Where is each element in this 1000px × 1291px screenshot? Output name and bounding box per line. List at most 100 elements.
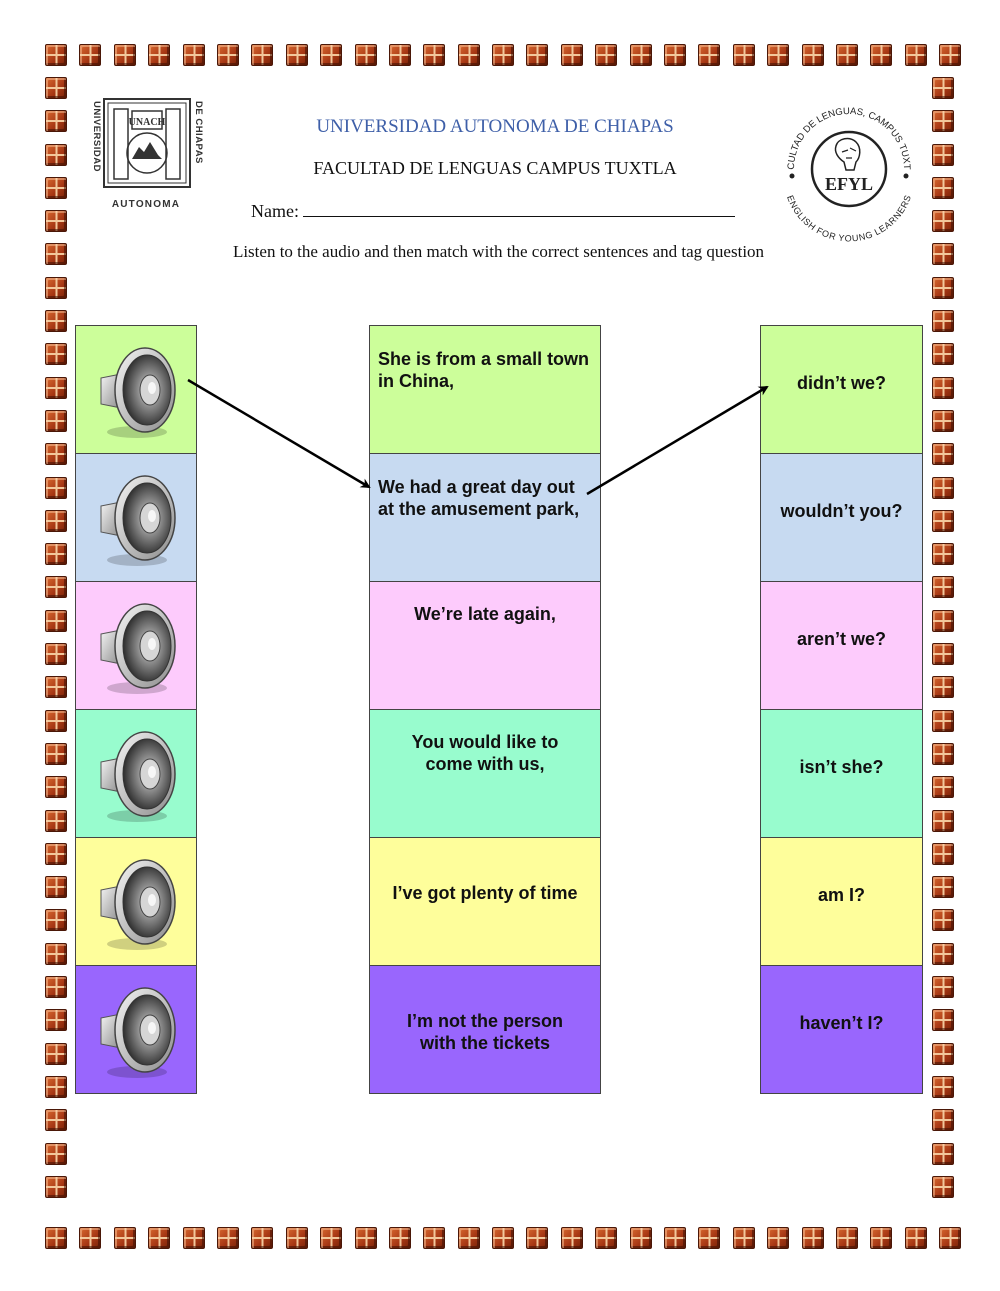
brick-border-left bbox=[45, 77, 67, 1209]
brick-icon bbox=[251, 44, 274, 66]
brick-icon bbox=[932, 1142, 954, 1165]
sentence-cell-2[interactable]: We had a great day out at the amusement … bbox=[369, 454, 601, 582]
audio-cell-1[interactable] bbox=[75, 325, 197, 454]
unach-shield-text: UNACH bbox=[129, 117, 166, 128]
sentence-text: I’m not the person with the tickets bbox=[406, 1011, 563, 1053]
brick-icon bbox=[45, 509, 67, 532]
brick-icon bbox=[932, 709, 954, 732]
tag-cell-2[interactable]: wouldn’t you? bbox=[760, 454, 923, 582]
brick-icon bbox=[801, 44, 824, 66]
brick-icon bbox=[939, 44, 962, 66]
brick-icon bbox=[904, 44, 927, 66]
speaker-icon[interactable] bbox=[91, 466, 181, 570]
audio-cell-3[interactable] bbox=[75, 582, 197, 710]
speaker-icon[interactable] bbox=[91, 850, 181, 954]
brick-icon bbox=[932, 110, 954, 133]
brick-icon bbox=[354, 1227, 377, 1249]
sentence-text: We had a great day out at the amusement … bbox=[378, 477, 580, 519]
brick-border-right bbox=[932, 77, 954, 1209]
brick-icon bbox=[45, 976, 67, 999]
sentence-text: I’ve got plenty of time bbox=[392, 883, 578, 903]
name-field[interactable]: Name: bbox=[251, 200, 735, 222]
brick-icon bbox=[870, 44, 893, 66]
brick-icon bbox=[932, 443, 954, 466]
brick-icon bbox=[45, 942, 67, 965]
faculty-title: FACULTAD DE LENGUAS CAMPUS TUXTLA bbox=[313, 158, 677, 178]
brick-icon bbox=[595, 44, 618, 66]
audio-cell-5[interactable] bbox=[75, 838, 197, 966]
tag-cell-6[interactable]: haven’t I? bbox=[760, 966, 923, 1094]
brick-icon bbox=[45, 476, 67, 499]
brick-icon bbox=[932, 210, 954, 233]
name-blank-line[interactable] bbox=[302, 200, 735, 217]
audio-cell-4[interactable] bbox=[75, 710, 197, 838]
tag-cell-3[interactable]: aren’t we? bbox=[760, 582, 923, 710]
brick-icon bbox=[932, 1042, 954, 1065]
brick-icon bbox=[45, 1109, 67, 1132]
brick-icon bbox=[698, 44, 721, 66]
brick-icon bbox=[45, 1175, 67, 1198]
tag-text: didn’t we? bbox=[797, 373, 886, 393]
brick-icon bbox=[79, 1227, 102, 1249]
speaker-icon[interactable] bbox=[91, 978, 181, 1082]
audio-cell-2[interactable] bbox=[75, 454, 197, 582]
efyl-logo: FACULTAD DE LENGUAS, CAMPUS TUXTLA ENGLI… bbox=[776, 96, 913, 242]
brick-icon bbox=[932, 609, 954, 632]
unach-logo-bottom-text: AUTONOMA bbox=[112, 199, 180, 210]
sentence-cell-5[interactable]: I’ve got plenty of time bbox=[369, 838, 601, 966]
example-arrow-2 bbox=[586, 385, 769, 496]
brick-icon bbox=[148, 1227, 171, 1249]
tag-cell-1[interactable]: didn’t we? bbox=[760, 325, 923, 454]
brick-icon bbox=[698, 1227, 721, 1249]
brick-icon bbox=[932, 310, 954, 333]
speaker-icon[interactable] bbox=[91, 722, 181, 826]
brick-icon bbox=[629, 44, 652, 66]
brick-icon bbox=[45, 243, 67, 266]
brick-icon bbox=[45, 77, 67, 99]
brick-icon bbox=[932, 1075, 954, 1098]
brick-icon bbox=[932, 543, 954, 566]
brick-icon bbox=[45, 1227, 67, 1249]
brick-icon bbox=[932, 276, 954, 299]
university-title: UNIVERSIDAD AUTONOMA DE CHIAPAS bbox=[316, 116, 674, 137]
sentence-cell-4[interactable]: You would like to come with us, bbox=[369, 710, 601, 838]
brick-icon bbox=[932, 409, 954, 432]
brick-icon bbox=[45, 809, 67, 832]
brick-icon bbox=[45, 776, 67, 799]
brick-icon bbox=[45, 409, 67, 432]
brick-icon bbox=[932, 643, 954, 666]
sentence-cell-1[interactable]: She is from a small town in China, bbox=[369, 325, 601, 454]
tag-cell-5[interactable]: am I? bbox=[760, 838, 923, 966]
sentence-cell-3[interactable]: We’re late again, bbox=[369, 582, 601, 710]
brick-icon bbox=[45, 909, 67, 932]
brick-icon bbox=[939, 1227, 962, 1249]
brick-icon bbox=[664, 1227, 687, 1249]
speaker-icon[interactable] bbox=[91, 594, 181, 698]
brick-icon bbox=[932, 776, 954, 799]
brick-icon bbox=[216, 1227, 239, 1249]
brick-icon bbox=[835, 1227, 858, 1249]
brick-icon bbox=[45, 143, 67, 166]
brick-icon bbox=[835, 44, 858, 66]
brick-icon bbox=[932, 343, 954, 366]
brick-icon bbox=[354, 44, 377, 66]
audio-cell-6[interactable] bbox=[75, 966, 197, 1094]
brick-icon bbox=[932, 676, 954, 699]
tag-text: haven’t I? bbox=[799, 1013, 884, 1033]
brick-icon bbox=[932, 476, 954, 499]
speaker-icon[interactable] bbox=[91, 338, 181, 442]
brick-icon bbox=[932, 742, 954, 765]
brick-icon bbox=[595, 1227, 618, 1249]
brick-icon bbox=[388, 44, 411, 66]
sentence-cell-6[interactable]: I’m not the person with the tickets bbox=[369, 966, 601, 1094]
brick-icon bbox=[113, 1227, 136, 1249]
tag-cell-4[interactable]: isn’t she? bbox=[760, 710, 923, 838]
sentences-column: She is from a small town in China, We ha… bbox=[369, 325, 601, 1094]
brick-icon bbox=[45, 742, 67, 765]
brick-icon bbox=[285, 44, 308, 66]
brick-icon bbox=[932, 1009, 954, 1032]
brick-icon bbox=[45, 1042, 67, 1065]
brick-icon bbox=[932, 509, 954, 532]
brick-icon bbox=[932, 876, 954, 899]
brick-icon bbox=[492, 44, 515, 66]
